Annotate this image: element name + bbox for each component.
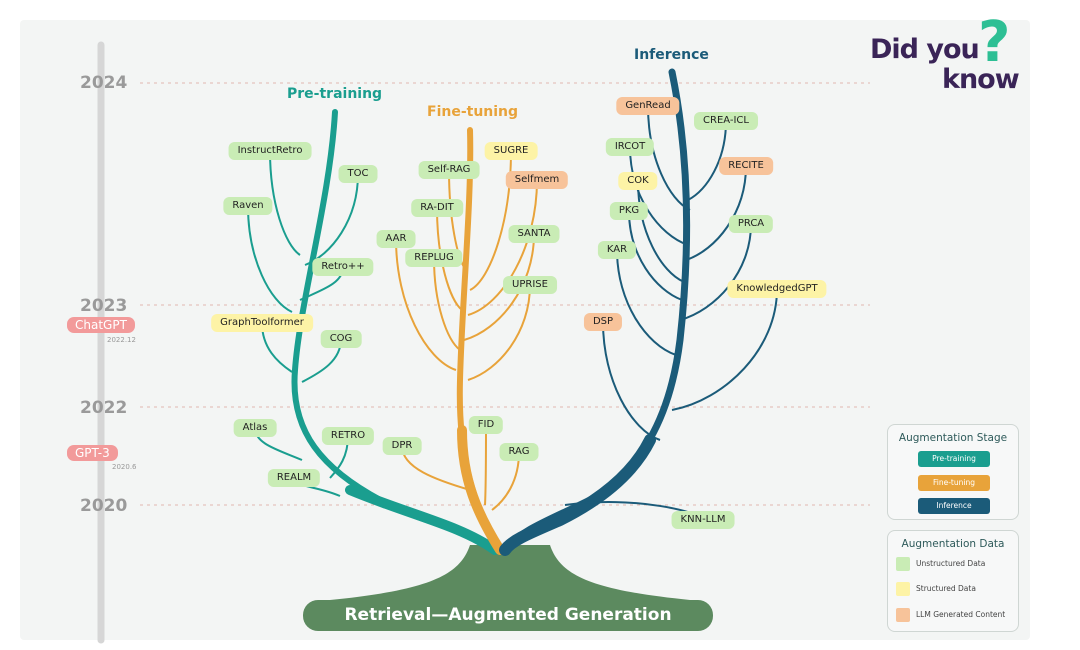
branch-twig [685,165,747,261]
branch-twig [467,179,538,316]
node-ra-dit: RA-DIT [411,199,463,217]
node-instructretro: InstructRetro [228,142,312,160]
legend-swatch-llm-generated [896,608,910,622]
branch-twig [436,207,463,311]
brand-line-2: know [942,64,1020,95]
legend-augmentation-data: Augmentation Data Unstructured Data Stru… [887,530,1019,632]
year-2022: 2022 [80,398,128,418]
legend-stage-inference: Inference [918,498,990,514]
year-2024: 2024 [80,73,128,93]
trunk-inference-lower [499,434,656,556]
node-dpr: DPR [382,437,422,455]
branch-twig [247,205,293,313]
year-2020: 2020 [80,496,128,516]
legend-swatch-structured [896,582,910,596]
node-kar: KAR [597,241,637,259]
milestone-chatgpt: ChatGPT [67,317,135,333]
branch-twig [671,288,778,411]
branch-title-finetuning: Fine-tuning [427,104,519,120]
node-selfmem: Selfmem [505,171,569,189]
branch-twig [629,146,689,246]
branch-twig [395,238,457,371]
branch-twig [637,180,685,283]
node-uprise: UPRISE [503,276,557,294]
node-rag: RAG [499,443,539,461]
node-prca: PRCA [728,215,774,233]
node-aar: AAR [376,230,416,248]
branch-title-pretraining: Pre-training [287,86,383,102]
branch-twig [484,424,487,506]
node-santa: SANTA [508,225,560,243]
year-2023: 2023 [80,296,128,316]
trunk-finetuning-lower [457,425,505,555]
branch-twig [463,233,535,341]
node-atlas: Atlas [233,419,277,437]
node-replug: REPLUG [405,249,463,267]
branch-twig [647,105,691,211]
legend-stage-finetuning: Fine-tuning [918,475,990,491]
branch-twig [628,210,683,301]
node-cok: COK [618,172,658,190]
node-retro-: Retro++ [312,258,374,276]
node-graphtoolformer: GraphToolformer [211,314,313,332]
title-banner [303,600,713,631]
branch-twig [433,257,461,351]
node-fid: FID [468,416,504,434]
legend-label-llm-generated: LLM Generated Content [916,610,1006,619]
legend-swatch-unstructured [896,557,910,571]
node-crea-icl: CREA-ICL [694,112,758,130]
question-mark-icon: ? [978,10,1011,75]
branch-twig [602,321,661,441]
brand-line-1: Did you [870,34,980,65]
diagram-title: Retrieval—Augmented Generation [344,605,672,625]
node-cog: COG [320,330,362,348]
legend-data-title: Augmentation Data [901,538,1005,550]
node-ircot: IRCOT [605,138,655,156]
legend-stage-pretraining: Pre-training [918,451,990,467]
node-recite: RECITE [719,157,773,175]
node-sugre: SUGRE [484,142,538,160]
node-self-rag: Self-RAG [418,161,480,179]
node-retro: RETRO [321,427,375,445]
branch-twig [467,284,531,381]
legend-stage-title: Augmentation Stage [898,432,1008,444]
branch-title-inference: Inference [634,47,709,63]
branch-twig [448,169,467,271]
milestone-gpt3-date: 2020.6 [112,463,137,471]
legend-augmentation-stage: Augmentation Stage Pre-training Fine-tun… [887,424,1019,520]
node-dsp: DSP [583,313,623,331]
milestone-chatgpt-date: 2022.12 [107,336,136,344]
node-knn-llm: KNN-LLM [671,511,735,529]
legend-label-unstructured: Unstructured Data [916,559,986,568]
legend-label-structured: Structured Data [916,584,976,593]
trunk-pretraining-lower [345,485,500,555]
milestone-gpt3: GPT-3 [67,445,118,461]
node-realm: REALM [267,469,321,487]
branch-twig [679,223,752,321]
node-raven: Raven [223,197,273,215]
trunk-base-shape [330,545,690,600]
node-genread: GenRead [616,97,680,115]
node-knowledgedgpt: KnowledgedGPT [727,280,827,298]
node-toc: TOC [338,165,378,183]
node-pkg: PKG [609,202,649,220]
branch-twig [687,120,727,201]
brand-logo: Did you know ? [870,10,1030,102]
branch-twig [616,249,677,356]
branch-twig [269,150,301,256]
